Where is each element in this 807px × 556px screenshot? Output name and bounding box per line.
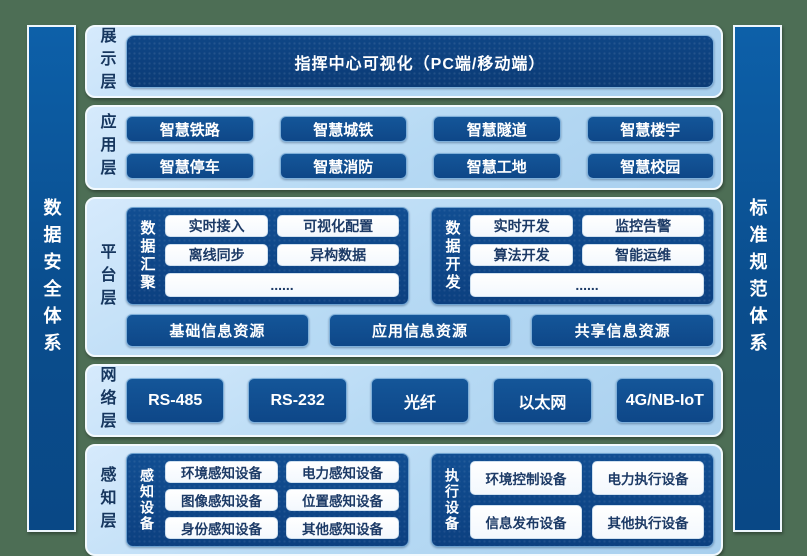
feature-visual-config: 可视化配置 <box>277 215 399 237</box>
perception-devices-group: 感知设备 环境感知设备 电力感知设备 图像感知设备 位置感知设备 身份感知设备 … <box>126 453 409 547</box>
feature-realtime-dev: 实时开发 <box>470 215 574 237</box>
network-ethernet: 以太网 <box>493 378 592 423</box>
execution-devices-group: 执行设备 环境控制设备 电力执行设备 信息发布设备 其他执行设备 <box>431 453 714 547</box>
display-layer-label: 展示层 <box>97 27 115 96</box>
app-button-smart-tunnel: 智慧隧道 <box>433 116 561 142</box>
perception-devices-label: 感知设备 <box>139 468 155 532</box>
device-power-sensing: 电力感知设备 <box>286 461 399 483</box>
data-aggregation-group: 数据汇聚 实时接入 可视化配置 离线同步 异构数据 ...... <box>126 207 409 305</box>
device-info-publishing: 信息发布设备 <box>470 505 582 539</box>
app-button-smart-metro: 智慧城铁 <box>279 116 407 142</box>
resource-shared-info: 共享信息资源 <box>531 314 715 347</box>
resource-application-info: 应用信息资源 <box>328 314 512 347</box>
more-ellipsis: ...... <box>165 273 399 297</box>
standards-bar: 标准规范体系 <box>733 25 782 532</box>
network-layer-label: 网络层 <box>97 366 115 435</box>
network-rs232: RS-232 <box>248 378 347 423</box>
application-layer-panel: 应用层 智慧铁路 智慧城铁 智慧隧道 智慧楼宇 智慧停车 智慧消防 智慧工地 智… <box>85 105 723 190</box>
app-button-smart-site: 智慧工地 <box>433 153 561 179</box>
app-button-smart-building: 智慧楼宇 <box>586 116 714 142</box>
device-other-sensing: 其他感知设备 <box>286 517 399 539</box>
data-aggregation-label: 数据汇聚 <box>138 220 156 292</box>
network-layer-panel: 网络层 RS-485 RS-232 光纤 以太网 4G/NB-IoT <box>85 364 723 437</box>
feature-realtime-access: 实时接入 <box>165 215 269 237</box>
platform-layer-panel: 平台层 数据汇聚 实时接入 可视化配置 <box>85 197 723 357</box>
application-layer-label: 应用层 <box>97 113 115 182</box>
display-layer-panel: 展示层 指挥中心可视化（PC端/移动端） <box>85 25 723 98</box>
standards-label: 标准规范体系 <box>747 197 768 360</box>
app-button-smart-campus: 智慧校园 <box>586 153 714 179</box>
device-env-sensing: 环境感知设备 <box>165 461 278 483</box>
device-other-execution: 其他执行设备 <box>592 505 704 539</box>
data-development-group: 数据开发 实时开发 监控告警 算法开发 智能运维 ...... <box>431 207 714 305</box>
feature-smart-ops: 智能运维 <box>582 244 704 266</box>
network-4g-nbiot: 4G/NB-IoT <box>615 378 715 423</box>
network-fiber: 光纤 <box>370 378 470 423</box>
app-button-smart-fire: 智慧消防 <box>279 153 407 179</box>
network-rs485: RS-485 <box>126 378 225 423</box>
data-security-label: 数据安全体系 <box>41 197 62 360</box>
layers-column: 展示层 指挥中心可视化（PC端/移动端） 应用层 智慧铁路 智慧城铁 智慧隧道 … <box>85 25 723 556</box>
perception-layer-panel: 感知层 感知设备 环境感知设备 电力感知设备 图像感知设备 位置感知设备 身份感… <box>85 444 723 556</box>
device-image-sensing: 图像感知设备 <box>165 489 278 511</box>
app-button-smart-railway: 智慧铁路 <box>126 116 254 142</box>
platform-layer-label: 平台层 <box>97 242 115 312</box>
execution-devices-label: 执行设备 <box>444 468 460 532</box>
more-ellipsis: ...... <box>470 273 704 297</box>
command-center-box: 指挥中心可视化（PC端/移动端） <box>126 35 714 88</box>
resource-basic-info: 基础信息资源 <box>126 314 309 347</box>
data-security-bar: 数据安全体系 <box>27 25 76 532</box>
feature-heterogeneous-data: 异构数据 <box>277 244 399 266</box>
data-development-label: 数据开发 <box>443 220 461 292</box>
device-env-control: 环境控制设备 <box>470 461 582 495</box>
feature-algorithm-dev: 算法开发 <box>470 244 574 266</box>
device-location-sensing: 位置感知设备 <box>286 489 399 511</box>
app-button-smart-parking: 智慧停车 <box>126 153 254 179</box>
feature-offline-sync: 离线同步 <box>165 244 269 266</box>
perception-layer-label: 感知层 <box>97 465 115 535</box>
feature-monitor-alert: 监控告警 <box>582 215 704 237</box>
device-identity-sensing: 身份感知设备 <box>165 517 278 539</box>
device-power-execution: 电力执行设备 <box>592 461 704 495</box>
